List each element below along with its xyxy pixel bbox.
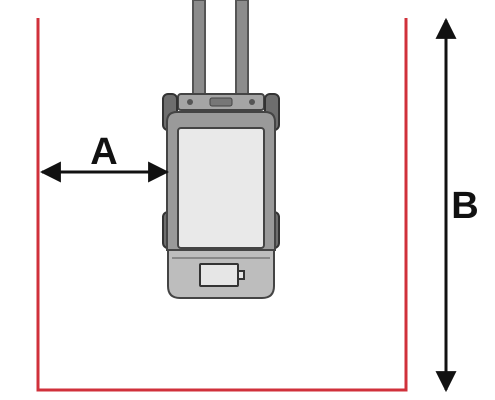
- battery-icon: [199, 263, 245, 287]
- device-top-view: [162, 93, 280, 299]
- enclosure-outline: [36, 18, 408, 392]
- device-screen: [177, 127, 265, 249]
- label-b: B: [451, 185, 478, 227]
- device-rails: [192, 0, 249, 99]
- label-a: A: [90, 131, 117, 173]
